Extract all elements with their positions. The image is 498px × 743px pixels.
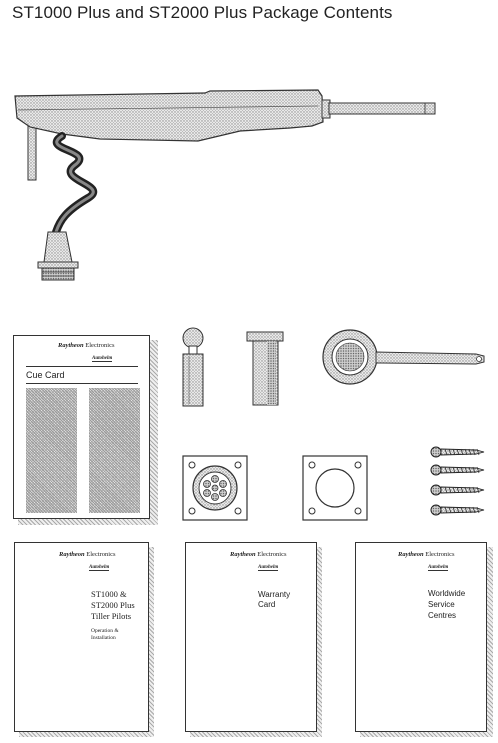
service-title-line-1: Worldwide [428, 589, 466, 598]
screw [430, 484, 485, 496]
cue-card-label: Cue Card [26, 370, 65, 380]
page-title: ST1000 Plus and ST2000 Plus Package Cont… [12, 3, 393, 22]
screws [430, 446, 485, 516]
pushrod-socket [246, 331, 284, 406]
screw [430, 446, 485, 458]
cue-card-text-column-right [89, 388, 140, 513]
service-centres-booklet: Raytheon Electronics Autohelm Worldwide … [355, 542, 487, 732]
service-subbrand: Autohelm [428, 565, 449, 571]
manual-title-line-2: ST2000 Plus [91, 600, 135, 610]
manual-brand: Raytheon Electronics [59, 551, 116, 558]
cue-card-brand: Raytheon Electronics [58, 342, 115, 349]
cue-card: Raytheon Electronics Autohelm Cue Card [13, 335, 150, 519]
cue-card-text-column-left [26, 388, 77, 513]
service-title-line-3: Centres [428, 611, 457, 620]
warranty-title-line-1: Warranty [258, 590, 291, 599]
tiller-pin [182, 327, 204, 407]
blanking-plate [302, 455, 368, 521]
warranty-subbrand: Autohelm [258, 565, 279, 571]
manual-title-line-1: ST1000 & [91, 589, 127, 599]
screw [430, 464, 485, 476]
socket-mounting-plate [182, 455, 248, 521]
manual-title-line-3: Tiller Pilots [91, 611, 132, 621]
manual-subtitle-line-2: Installation [91, 635, 116, 641]
screw [430, 504, 485, 516]
cue-card-subbrand: Autohelm [92, 356, 113, 362]
operation-manual: Raytheon Electronics Autohelm ST1000 & S… [14, 542, 149, 732]
pedestal-socket [322, 329, 485, 385]
warranty-title-line-2: Card [258, 600, 276, 609]
service-title-line-2: Service [428, 600, 455, 609]
warranty-card: Raytheon Electronics Autohelm Warranty C… [185, 542, 317, 732]
manual-subbrand: Autohelm [89, 565, 110, 571]
tiller-pilot-unit [14, 89, 436, 281]
warranty-brand: Raytheon Electronics [230, 551, 287, 558]
manual-subtitle-line-1: Operation & [91, 628, 119, 634]
service-brand: Raytheon Electronics [398, 551, 455, 558]
